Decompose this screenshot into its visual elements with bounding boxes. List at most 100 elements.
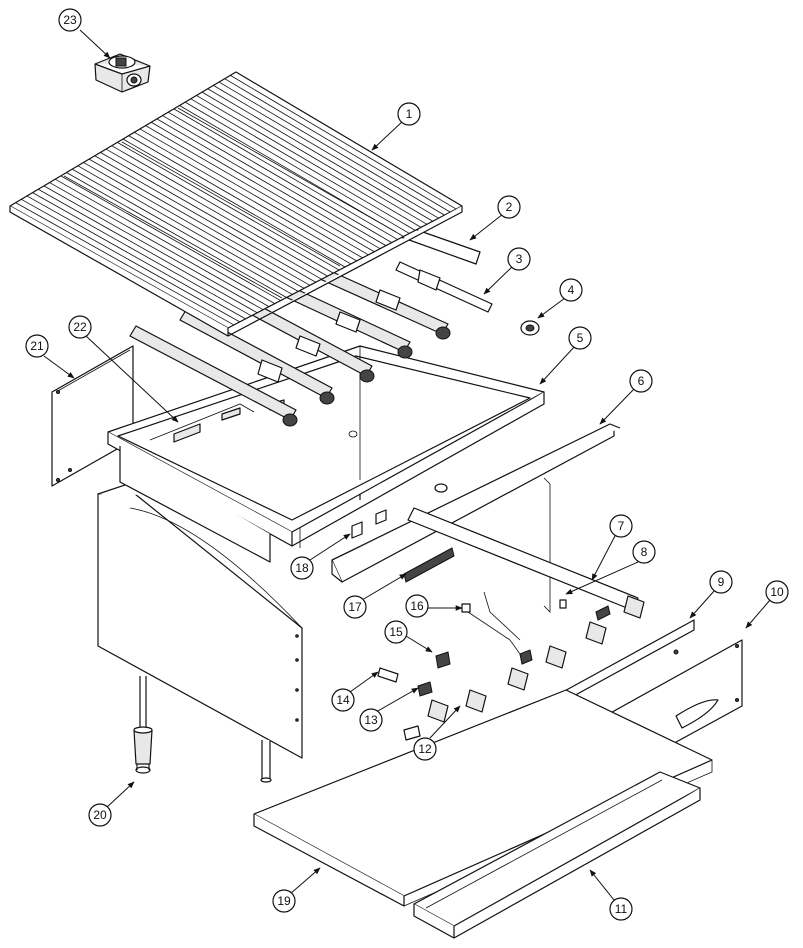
callout-number: 19 [277,894,291,908]
grate-bar [66,172,287,298]
callout-6: 6 [629,369,653,393]
grate-bar [134,131,357,262]
grate-bar [184,101,410,234]
callout-18: 18 [290,556,314,580]
gas-manifold-pipe [407,483,639,611]
callout-number: 8 [641,545,648,559]
valves [377,591,645,741]
grate-bar [173,108,398,240]
callout-20: 20 [88,803,112,827]
callout-number: 6 [638,374,645,388]
callout-number: 17 [348,600,362,614]
grate-bar [117,142,340,271]
callout-circle [568,326,592,350]
callout-circle [629,369,653,393]
burner-rod [395,261,493,313]
callout-11: 11 [609,897,633,921]
callout-number: 10 [770,585,784,599]
callout-22: 22 [68,315,92,339]
callout-number: 20 [93,808,107,822]
grate-bar [213,85,439,219]
grate-bar [145,125,369,256]
callout-circle [609,514,633,538]
callout-circle [384,620,408,644]
callout-number: 12 [418,742,432,756]
adjustable-leg [133,676,153,774]
grate-bar [38,188,258,314]
callout-number: 5 [577,331,584,345]
callout-23: 23 [58,8,82,32]
callout-2: 2 [497,195,521,219]
callout-circle [507,247,531,271]
pressure-regulator [94,53,151,93]
grate-bar [230,75,457,210]
callout-12: 12 [413,737,437,761]
callout-number: 18 [295,561,309,575]
callout-circle [88,803,112,827]
callout-circle [272,889,296,913]
callout-number: 3 [516,252,523,266]
left-side-panel [51,345,134,487]
callout-number: 22 [73,320,87,334]
callout-17: 17 [343,595,367,619]
grate-bar [83,162,305,289]
grate-bar [60,175,281,301]
callout-circle [68,315,92,339]
grate-bar [15,202,235,326]
grate-bar [105,148,328,277]
grate-bar [55,178,275,304]
grate-bar [100,152,322,280]
callout-circle [709,570,733,594]
grate-bar [26,195,246,320]
callout-7: 7 [609,514,633,538]
callout-3: 3 [507,247,531,271]
grate-bar [94,155,316,283]
grate-bar [43,185,264,311]
callout-21: 21 [25,334,49,358]
callout-circle [632,540,656,564]
callout-number: 9 [718,575,725,589]
callout-14: 14 [331,688,355,712]
grate-bar [196,95,422,228]
callout-4: 4 [559,278,583,302]
callout-8: 8 [632,540,656,564]
grate-bar [167,111,393,243]
grate-bar [190,98,416,231]
top-grate [9,71,463,337]
callout-number: 4 [568,283,575,297]
grate-bar [201,91,428,225]
callout-circle [58,8,82,32]
callout-circle [343,595,367,619]
callout-number: 16 [410,599,424,613]
leader-lines [43,29,771,901]
grate-bar [21,198,240,323]
callout-circle [413,737,437,761]
callout-circle [497,195,521,219]
grate-bar [122,138,346,268]
callout-circle [331,688,355,712]
grate-bar [218,81,445,216]
callout-16: 16 [405,594,429,618]
grate-bar [156,118,381,250]
callout-number: 15 [389,625,403,639]
callout-number: 11 [615,902,628,916]
callout-circle [559,278,583,302]
callout-circle [397,102,421,126]
callout-number: 2 [506,200,513,214]
callout-9: 9 [709,570,733,594]
ignition-bracket [351,509,387,539]
grate-bar [77,165,299,292]
callout-13: 13 [359,708,383,732]
callout-number: 13 [364,713,378,727]
callout-19: 19 [272,889,296,913]
grate-bar [32,192,252,317]
callout-15: 15 [384,620,408,644]
callout-5: 5 [568,326,592,350]
vent-panel [403,547,455,583]
callout-number: 7 [618,519,625,533]
grate-bar [207,88,433,222]
callout-10: 10 [765,580,789,604]
callout-number: 1 [406,107,413,121]
